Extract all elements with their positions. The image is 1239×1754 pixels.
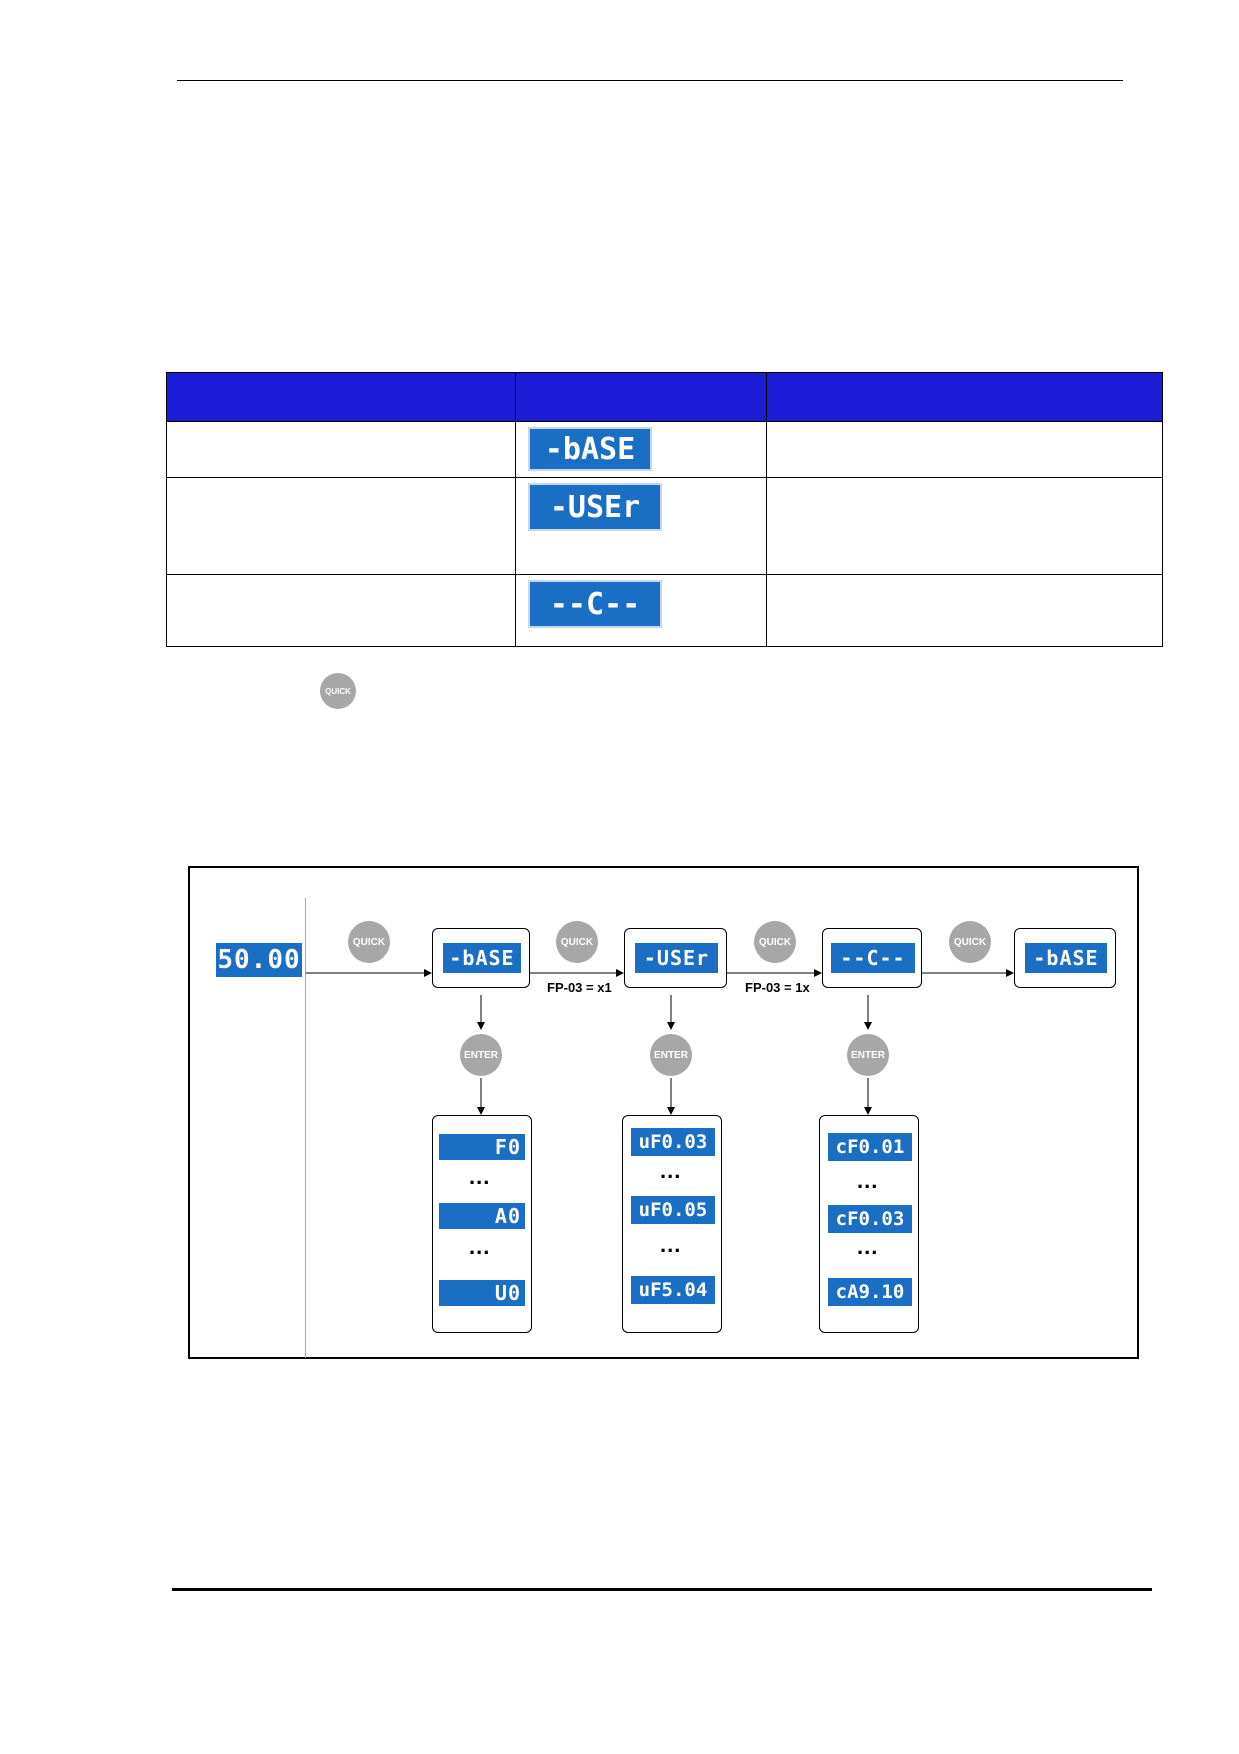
- quick-mode-flow-diagram: 50.00 QUICK QUICK QUICK QUICK -bASE -USE…: [188, 866, 1139, 1359]
- lcd-display: --C--: [528, 580, 662, 628]
- ellipsis: ...: [660, 1232, 682, 1257]
- lcd-display: -bASE: [528, 427, 652, 471]
- frequency-display: 50.00: [216, 943, 302, 977]
- ellipsis: ...: [857, 1234, 879, 1259]
- ellipsis: ...: [660, 1158, 682, 1183]
- transition-label: FP-03 = 1x: [745, 980, 810, 995]
- table-cell: [766, 477, 1163, 575]
- table-row: -bASE: [166, 421, 1163, 478]
- lcd-display: -bASE: [1025, 943, 1107, 973]
- param-display: F0: [439, 1134, 525, 1160]
- lcd-display: -USEr: [528, 483, 662, 531]
- lcd-display: --C--: [831, 943, 915, 973]
- ellipsis: ...: [857, 1168, 879, 1193]
- table-row: --C--: [166, 574, 1163, 647]
- enter-key-icon: ENTER: [460, 1034, 502, 1076]
- quick-key-icon: QUICK: [949, 921, 991, 963]
- lcd-display: -bASE: [443, 943, 521, 973]
- quick-key-icon: QUICK: [556, 921, 598, 963]
- table-cell: [766, 421, 1163, 478]
- table-cell: [766, 574, 1163, 647]
- mode-box-base: -bASE: [432, 928, 530, 988]
- table-header-cell: [766, 372, 1163, 422]
- param-display: uF5.04: [631, 1276, 715, 1304]
- param-list-base: F0 ... A0 ... U0: [432, 1115, 532, 1333]
- table-cell: [166, 477, 516, 575]
- table-row: -USEr: [166, 477, 1163, 575]
- quick-key-icon: QUICK: [348, 921, 390, 963]
- mode-box-base-return: -bASE: [1014, 928, 1116, 988]
- table-header-cell: [515, 372, 767, 422]
- param-display: uF0.03: [631, 1128, 715, 1156]
- footer-rule: [172, 1588, 1152, 1591]
- ellipsis: ...: [469, 1164, 491, 1189]
- param-display: cF0.01: [828, 1133, 912, 1161]
- table-header-cell: [166, 372, 516, 422]
- diagram-divider: [305, 898, 306, 1358]
- param-display: cA9.10: [828, 1278, 912, 1306]
- flow-arrows: [306, 969, 1014, 1115]
- param-display: cF0.03: [828, 1205, 912, 1233]
- table-cell: -USEr: [515, 477, 767, 575]
- table-cell: [166, 574, 516, 647]
- param-list-c: cF0.01 ... cF0.03 ... cA9.10: [819, 1115, 919, 1333]
- mode-table: -bASE -USEr --C--: [166, 372, 1163, 647]
- ellipsis: ...: [469, 1234, 491, 1259]
- param-list-user: uF0.03 ... uF0.05 ... uF5.04: [622, 1115, 722, 1333]
- header-rule: [177, 80, 1123, 81]
- transition-label: FP-03 = x1: [547, 980, 612, 995]
- lcd-display: -USEr: [635, 943, 718, 973]
- quick-key-icon: QUICK: [754, 921, 796, 963]
- table-header-row: [166, 372, 1163, 422]
- enter-key-icon: ENTER: [650, 1034, 692, 1076]
- quick-key-icon: QUICK: [320, 673, 356, 709]
- param-display: A0: [439, 1203, 525, 1229]
- table-cell: [166, 421, 516, 478]
- table-cell: -bASE: [515, 421, 767, 478]
- mode-box-user: -USEr: [624, 928, 727, 988]
- table-cell: --C--: [515, 574, 767, 647]
- param-display: uF0.05: [631, 1196, 715, 1224]
- enter-key-icon: ENTER: [847, 1034, 889, 1076]
- param-display: U0: [439, 1280, 525, 1306]
- mode-box-c: --C--: [822, 928, 922, 988]
